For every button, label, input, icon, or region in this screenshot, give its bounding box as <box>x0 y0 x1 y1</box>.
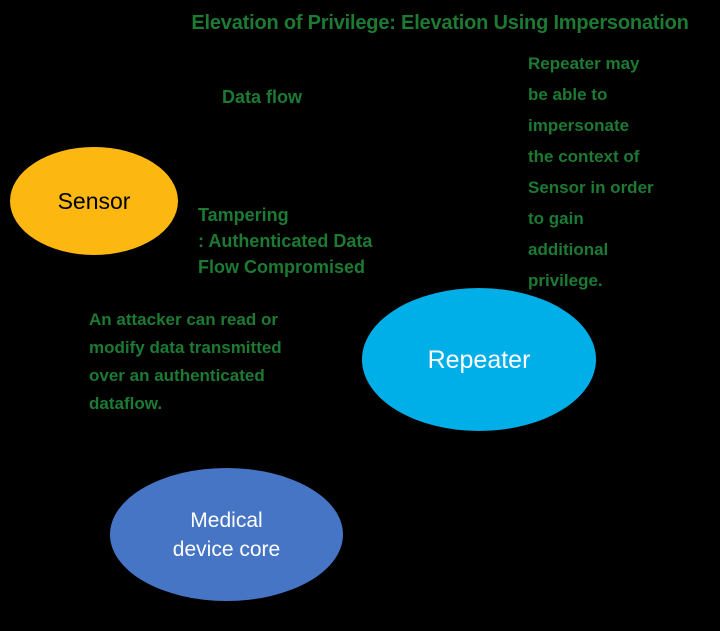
annotation-impersonation-description: Repeater may be able to impersonate the … <box>528 54 654 290</box>
annotation-tampering-threat: Tampering : Authenticated Data Flow Comp… <box>198 205 373 277</box>
node-repeater[interactable]: Repeater <box>362 288 596 431</box>
page-title: Elevation of Privilege: Elevation Using … <box>191 12 689 34</box>
node-repeater-label: Repeater <box>427 345 531 374</box>
node-medical-device-core-label: Medical device core <box>172 508 281 561</box>
node-sensor[interactable]: Sensor <box>10 147 178 255</box>
annotation-data-flow: Data flow <box>222 87 303 107</box>
node-sensor-label: Sensor <box>57 188 131 214</box>
node-medical-device-core[interactable]: Medical device core <box>110 468 343 601</box>
annotation-attacker-description: An attacker can read or modify data tran… <box>89 310 282 413</box>
